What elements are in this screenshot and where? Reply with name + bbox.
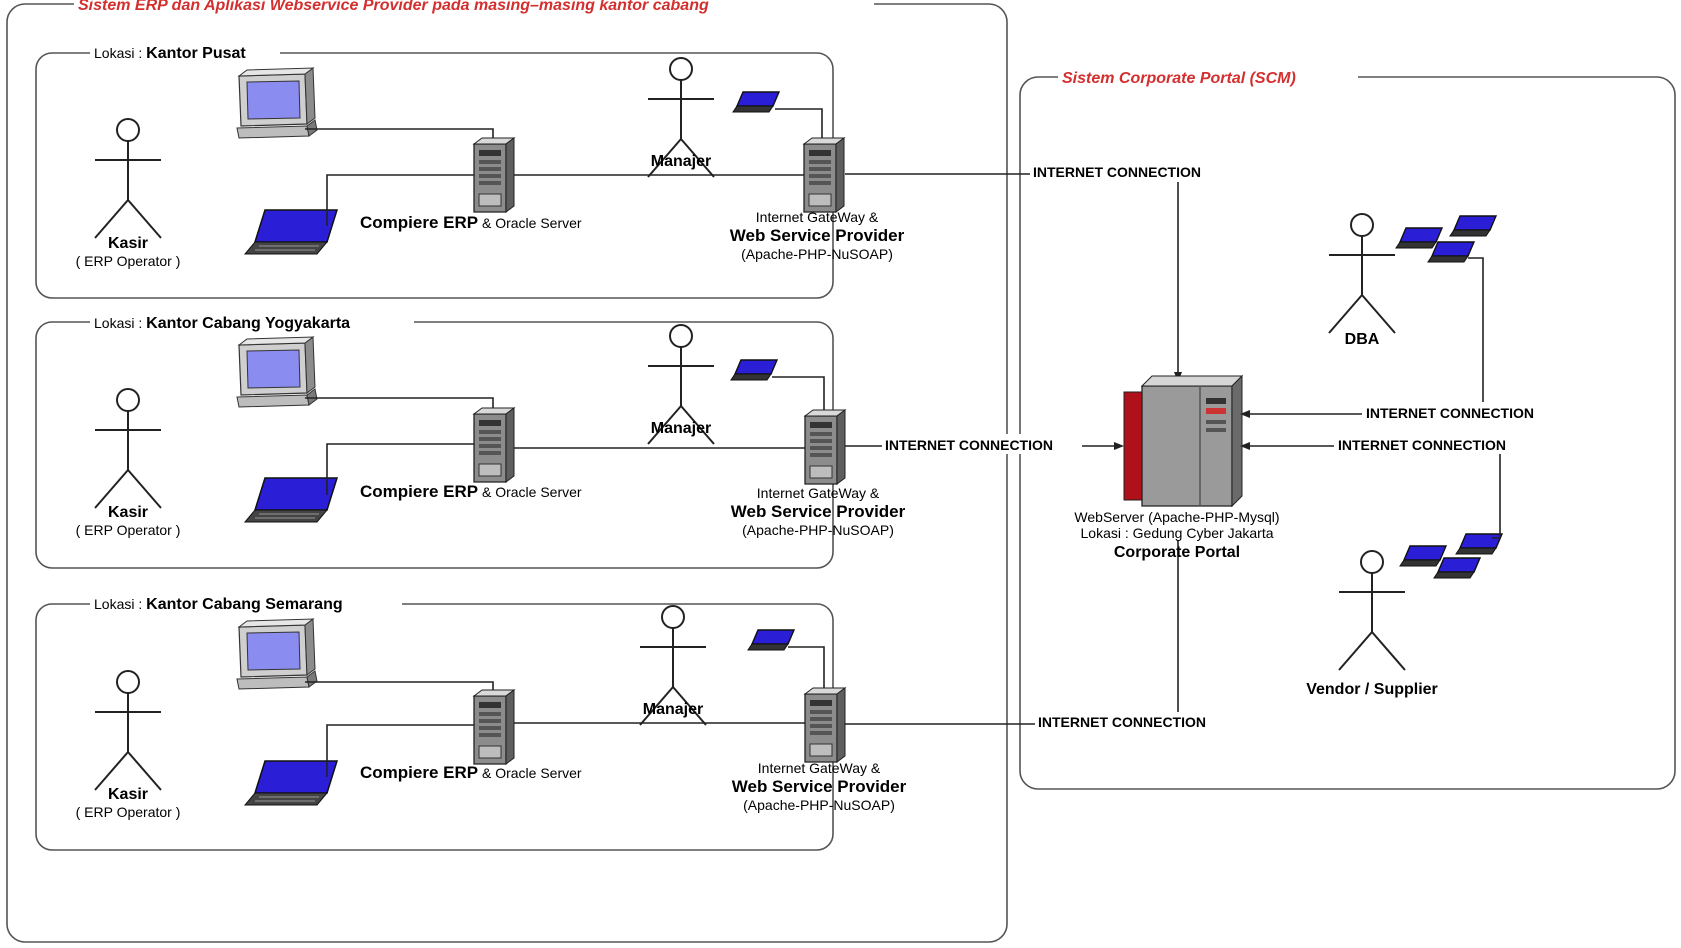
gateway-line2: Web Service Provider xyxy=(732,777,907,796)
location-prefix: Lokasi : xyxy=(94,45,142,61)
connection-line-semarang xyxy=(845,540,1179,725)
laptop-to-erp-wire xyxy=(326,724,474,777)
laptop-icon xyxy=(244,477,338,523)
vendor-group: Vendor / Supplier INTERNET CONNECTION xyxy=(1240,434,1534,698)
erp-suffix: & Oracle Server xyxy=(482,765,582,781)
erp-server-icon xyxy=(473,137,515,213)
portal-line3: Corporate Portal xyxy=(1114,544,1240,561)
manager-to-gateway-wire xyxy=(775,108,823,140)
location-prefix: Lokasi : xyxy=(94,315,142,331)
portal-server-rack-icon xyxy=(1123,374,1244,508)
gateway-line1: Internet GateWay & xyxy=(757,485,880,501)
erp-system-title: Sistem ERP dan Aplikasi Webservice Provi… xyxy=(78,0,709,14)
gateway-line1: Internet GateWay & xyxy=(756,209,879,225)
cashier-label: Kasir xyxy=(108,504,148,521)
svg-text:Compiere ERP & Oracle Server: Compiere ERP & Oracle Server xyxy=(360,482,582,501)
internet-connections: INTERNET CONNECTION INTERNET CONNECTION … xyxy=(845,162,1235,732)
laptop-to-erp-wire xyxy=(326,443,474,495)
portal-line1: WebServer (Apache-PHP-Mysql) xyxy=(1074,509,1279,525)
vendor-label: Vendor / Supplier xyxy=(1306,681,1438,698)
manager-laptop-icon xyxy=(747,629,795,651)
svg-text:Compiere ERP & Oracle Server: Compiere ERP & Oracle Server xyxy=(360,213,582,232)
gateway-server-icon xyxy=(804,687,846,763)
gateway-server-icon xyxy=(803,137,845,213)
gateway-line3: (Apache-PHP-NuSOAP) xyxy=(743,797,895,813)
gateway-line3: (Apache-PHP-NuSOAP) xyxy=(741,246,893,262)
svg-text:Compiere ERP & Oracle Server: Compiere ERP & Oracle Server xyxy=(360,763,582,782)
desktop-computer-icon xyxy=(236,336,318,408)
svg-text:Lokasi : Kantor Pusat: Lokasi : Kantor Pusat xyxy=(94,45,246,62)
vendor-laptop-icon xyxy=(1455,533,1503,555)
manager-to-gateway-wire xyxy=(772,376,825,412)
cashier-role: ( ERP Operator ) xyxy=(76,804,181,820)
location-name: Kantor Pusat xyxy=(146,45,246,62)
desktop-computer-icon xyxy=(236,67,318,139)
dba-laptop-icon xyxy=(1427,241,1475,263)
erp-server-icon xyxy=(473,407,515,483)
svg-text:Lokasi : Kantor Cabang Yogyaka: Lokasi : Kantor Cabang Yogyakarta xyxy=(94,315,350,332)
connection-label-yogyakarta: INTERNET CONNECTION xyxy=(885,437,1053,453)
dba-laptop-icon xyxy=(1395,227,1443,249)
gateway-line1: Internet GateWay & xyxy=(758,760,881,776)
vendor-actor-icon xyxy=(1338,550,1406,671)
erp-name: Compiere ERP xyxy=(360,763,478,782)
cashier-label: Kasir xyxy=(108,786,148,803)
dba-connection-label: INTERNET CONNECTION xyxy=(1366,405,1534,421)
desktop-to-erp-wire xyxy=(305,681,494,692)
laptop-icon xyxy=(244,760,338,806)
laptop-to-erp-wire xyxy=(326,174,474,226)
cashier-actor-icon xyxy=(94,670,162,791)
location-prefix: Lokasi : xyxy=(94,596,142,612)
connection-label-semarang: INTERNET CONNECTION xyxy=(1038,714,1206,730)
dba-label: DBA xyxy=(1345,331,1380,348)
cashier-role: ( ERP Operator ) xyxy=(76,522,181,538)
dba-group: DBA INTERNET CONNECTION xyxy=(1240,213,1562,422)
connection-label-pusat: INTERNET CONNECTION xyxy=(1033,164,1201,180)
erp-name: Compiere ERP xyxy=(360,482,478,501)
manager-label: Manajer xyxy=(643,701,703,718)
laptop-icon xyxy=(244,209,338,255)
manager-to-gateway-wire xyxy=(788,646,825,692)
connection-line-pusat xyxy=(845,173,1179,380)
desktop-computer-icon xyxy=(236,618,318,690)
manager-label: Manajer xyxy=(651,153,711,170)
branch-kantor-pusat: Lokasi : Kantor Pusat Kasir ( ERP Operat… xyxy=(35,42,905,299)
vendor-laptop-icon xyxy=(1399,545,1447,567)
location-name: Kantor Cabang Yogyakarta xyxy=(146,315,350,332)
dba-laptop-icon xyxy=(1449,215,1497,237)
gateway-server-icon xyxy=(804,409,846,485)
vendor-connection-line xyxy=(1244,445,1501,539)
cashier-label: Kasir xyxy=(108,235,148,252)
cashier-actor-icon xyxy=(94,388,162,509)
manager-laptop-icon xyxy=(730,359,778,381)
portal-line2: Lokasi : Gedung Cyber Jakarta xyxy=(1081,525,1274,541)
svg-text:Lokasi : Kantor Cabang Semaran: Lokasi : Kantor Cabang Semarang xyxy=(94,596,343,613)
manager-label: Manajer xyxy=(651,420,711,437)
erp-suffix: & Oracle Server xyxy=(482,215,582,231)
branch-kantor-semarang: Lokasi : Kantor Cabang Semarang Kasir ( … xyxy=(35,593,907,851)
desktop-to-erp-wire xyxy=(305,397,494,410)
vendor-connection-label: INTERNET CONNECTION xyxy=(1338,437,1506,453)
cashier-actor-icon xyxy=(94,118,162,239)
desktop-to-erp-wire xyxy=(305,128,494,140)
erp-server-icon xyxy=(473,689,515,765)
branch-kantor-yogyakarta: Lokasi : Kantor Cabang Yogyakarta Kasir … xyxy=(35,311,906,569)
scm-title: Sistem Corporate Portal (SCM) xyxy=(1062,70,1296,87)
cashier-role: ( ERP Operator ) xyxy=(76,253,181,269)
location-name: Kantor Cabang Semarang xyxy=(146,596,342,613)
gateway-line3: (Apache-PHP-NuSOAP) xyxy=(742,522,894,538)
erp-suffix: & Oracle Server xyxy=(482,484,582,500)
erp-name: Compiere ERP xyxy=(360,213,478,232)
vendor-laptop-icon xyxy=(1433,557,1481,579)
dba-actor-icon xyxy=(1328,213,1396,334)
manager-laptop-icon xyxy=(732,91,780,113)
gateway-line2: Web Service Provider xyxy=(731,502,906,521)
gateway-line2: Web Service Provider xyxy=(730,226,905,245)
